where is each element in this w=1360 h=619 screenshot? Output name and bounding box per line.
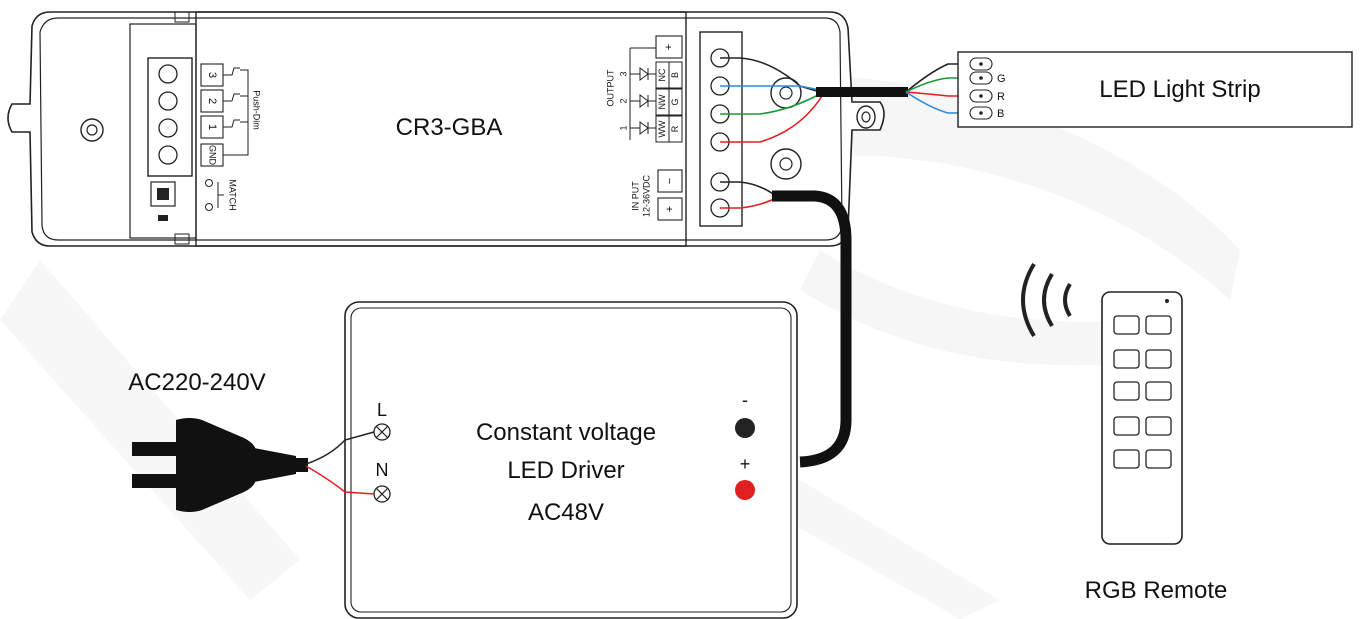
channel-3-number: 3 <box>618 71 628 76</box>
mains-voltage-label: AC220-240V <box>128 369 265 396</box>
remote-label: RGB Remote <box>1085 577 1228 604</box>
push-dim-buttons: 3 2 1 GND Push-Dim <box>200 63 262 167</box>
mains-plug: AC220-240V <box>128 369 308 512</box>
led-symbol-icon <box>629 47 668 140</box>
channel-1-number: 1 <box>618 125 628 130</box>
input-label: IN PUT <box>630 181 640 211</box>
channel-1-white: WW <box>657 120 667 137</box>
channel-2-color: G <box>670 98 680 105</box>
driver-line-2: LED Driver <box>507 457 624 484</box>
led-driver: Constant voltage LED Driver AC48V L N - … <box>344 301 798 619</box>
input-section: IN PUT 12-36VDC − + <box>630 169 683 221</box>
input-voltage-label: 12-36VDC <box>641 174 651 217</box>
push-dim-label: Push-Dim <box>252 90 262 130</box>
terminal-l-label: L <box>377 400 387 420</box>
channel-2-number: 2 <box>618 98 628 103</box>
led-strip: G R B LED Light Strip <box>957 51 1353 128</box>
output-label: OUTPUT <box>605 69 615 107</box>
match-switch: MATCH <box>205 179 238 211</box>
remote-buttons <box>1113 315 1172 469</box>
output-plus-label: + <box>663 44 675 50</box>
push-dim-terminal-block <box>147 57 193 221</box>
input-plus-label: + <box>664 206 676 212</box>
led-strip-label: LED Light Strip <box>1099 76 1260 103</box>
controller-model-label: CR3-GBA <box>396 114 503 141</box>
strip-pin-r: R <box>997 91 1005 103</box>
signal-wave-icon <box>1021 262 1036 338</box>
gnd-label: GND <box>208 145 218 166</box>
button-2-label: 2 <box>206 98 218 104</box>
output-wires <box>720 57 823 143</box>
terminal-n-label: N <box>376 460 389 480</box>
mount-hole-right-bottom <box>770 148 802 180</box>
terminal-plus-dot <box>735 480 755 500</box>
strip-pin-g: G <box>997 73 1006 85</box>
channel-2-white: NW <box>657 94 667 109</box>
terminal-plus-label: + <box>740 454 751 474</box>
mains-wires <box>305 431 375 495</box>
button-1-label: 1 <box>206 124 218 130</box>
channel-3-white: NC <box>657 68 667 81</box>
driver-line-1: Constant voltage <box>476 419 656 446</box>
channel-3-color: B <box>670 72 680 78</box>
dc-cable <box>772 190 852 468</box>
terminal-minus-label: - <box>742 390 748 410</box>
strip-wires <box>905 63 970 114</box>
input-minus-label: − <box>664 178 676 184</box>
button-3-label: 3 <box>206 72 218 78</box>
output-channels: OUTPUT 3 2 1 + NC B NW G WW R <box>605 35 683 143</box>
mount-hole-left <box>80 118 104 142</box>
terminal-minus-dot <box>735 418 755 438</box>
match-label: MATCH <box>228 179 238 210</box>
rgb-remote: RGB Remote <box>1021 262 1228 604</box>
driver-line-3: AC48V <box>528 499 604 526</box>
strip-pin-b: B <box>997 108 1004 120</box>
channel-1-color: R <box>670 125 680 132</box>
plug-icon <box>176 418 256 512</box>
output-terminal-block <box>699 31 876 227</box>
